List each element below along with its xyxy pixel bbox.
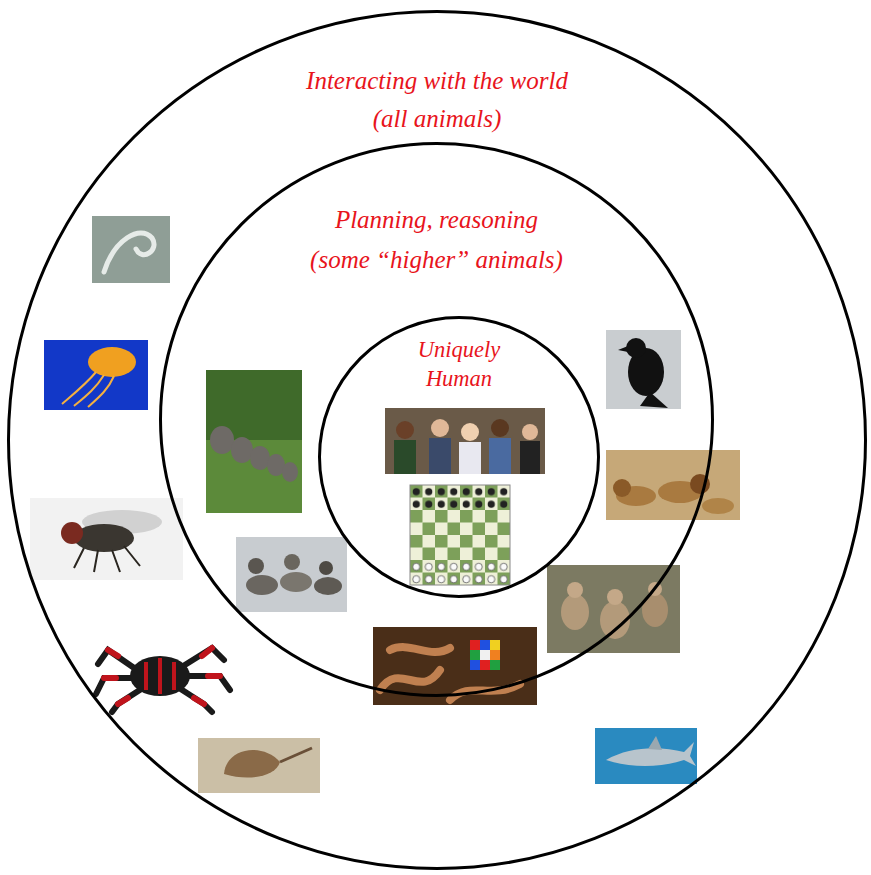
crow-photo xyxy=(606,330,681,409)
circle-outline xyxy=(7,10,867,870)
region-heading: Interacting with the world xyxy=(302,65,572,98)
shark-photo xyxy=(595,728,697,784)
region-heading: (all animals) xyxy=(369,103,505,136)
region-heading: Uniquely Human xyxy=(394,335,524,394)
monkeys-photo xyxy=(547,565,680,653)
text-slot: Interacting with the world xyxy=(137,65,737,98)
text-slot: (some “higher” animals) xyxy=(207,244,667,277)
circle-line xyxy=(320,318,599,597)
lions-photo xyxy=(606,450,740,520)
circle-line xyxy=(161,144,713,696)
wolves-photo xyxy=(236,537,347,612)
text-slot: Uniquely Human xyxy=(394,335,524,394)
text-slot: (all animals) xyxy=(137,103,737,136)
circle-line xyxy=(9,12,866,869)
fly-photo xyxy=(30,498,183,580)
region-heading: Planning, reasoning xyxy=(331,204,542,237)
outer-circle: Interacting with the world (all animals) P… xyxy=(7,10,867,870)
worm-photo xyxy=(92,216,170,283)
horseshoe-crab-photo xyxy=(198,738,320,793)
inner-circle: Uniquely Human xyxy=(318,316,600,598)
spider-toy-photo xyxy=(96,648,230,712)
people-photo xyxy=(385,408,545,474)
middle-circle: Planning, reasoning (some “higher” animal… xyxy=(159,142,714,697)
region-heading: (some “higher” animals) xyxy=(306,244,567,277)
chess-board xyxy=(410,485,510,585)
elephants-photo xyxy=(206,370,302,513)
text-slot: Planning, reasoning xyxy=(207,204,667,237)
jellyfish-photo xyxy=(44,340,148,410)
